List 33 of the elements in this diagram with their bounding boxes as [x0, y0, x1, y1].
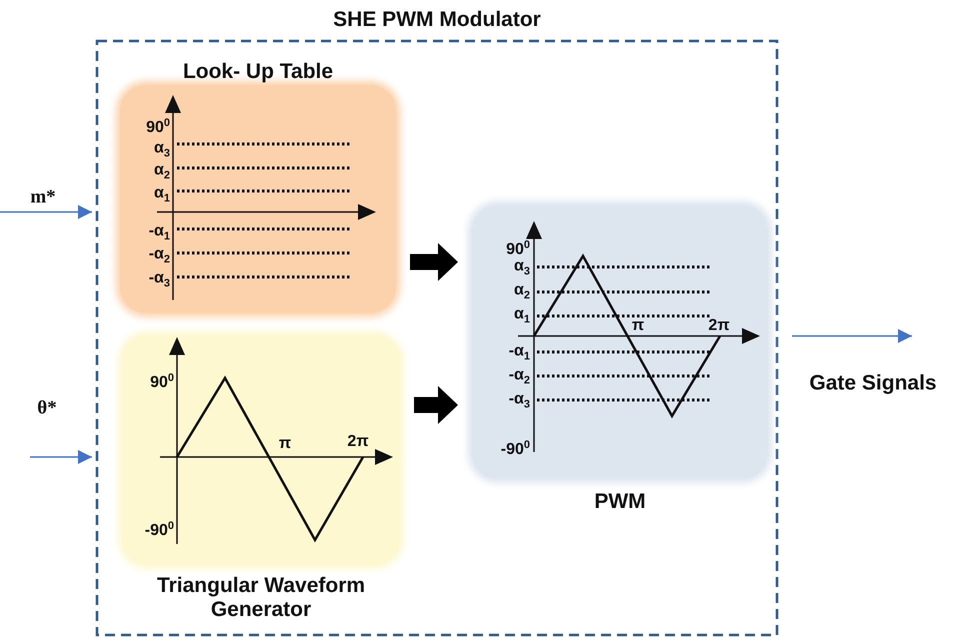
block-title: Triangular Waveform Generator	[156, 574, 366, 622]
axis-tick-label: 2π	[347, 434, 369, 450]
axis-tick-label: -α$_{3}$	[148, 270, 170, 290]
block-arrow	[410, 243, 458, 281]
block-title: SHE PWM Modulator	[332, 8, 542, 32]
axis-tick-label: -α$_{3}$	[508, 391, 530, 411]
axis-tick-label: -90$^{0}$	[144, 520, 174, 540]
axis-tick-label: π	[278, 436, 292, 452]
signal-arrow	[30, 450, 92, 464]
axis-tick-label: 90$^{0}$	[150, 372, 174, 392]
edge-label: m*	[30, 188, 56, 206]
axis-tick-label: α$_{2}$	[514, 282, 530, 302]
axis-tick-label: α$_{1}$	[154, 185, 170, 205]
axis-tick-label: α$_{3}$	[154, 140, 170, 160]
axis-tick-label: -α$_{2}$	[148, 246, 170, 266]
signal-arrow	[0, 205, 92, 219]
axis-tick-label: π	[632, 318, 644, 334]
axis-tick-label: -α$_{1}$	[508, 343, 530, 363]
axis-tick-label: 90$^{0}$	[506, 240, 530, 258]
axis-tick-label: -α$_{1}$	[148, 223, 170, 243]
axis-tick-label: -90$^{0}$	[500, 440, 530, 458]
axis-tick-label: -α$_{2}$	[508, 367, 530, 387]
axis-tick-label: 2π	[708, 318, 730, 334]
block-title: Look- Up Table	[182, 60, 334, 84]
block-title: PWM	[593, 490, 647, 514]
edge-label: Gate Signals	[809, 372, 937, 394]
edge-label: θ*	[37, 398, 57, 418]
block-arrow	[414, 386, 458, 424]
axis-tick-label: α$_{1}$	[514, 306, 530, 326]
axis-tick-label: α$_{2}$	[154, 162, 170, 182]
axis-tick-label: α$_{3}$	[514, 258, 530, 278]
axis-tick-label: 90$^{0}$	[146, 118, 170, 136]
signal-arrow	[792, 329, 912, 343]
